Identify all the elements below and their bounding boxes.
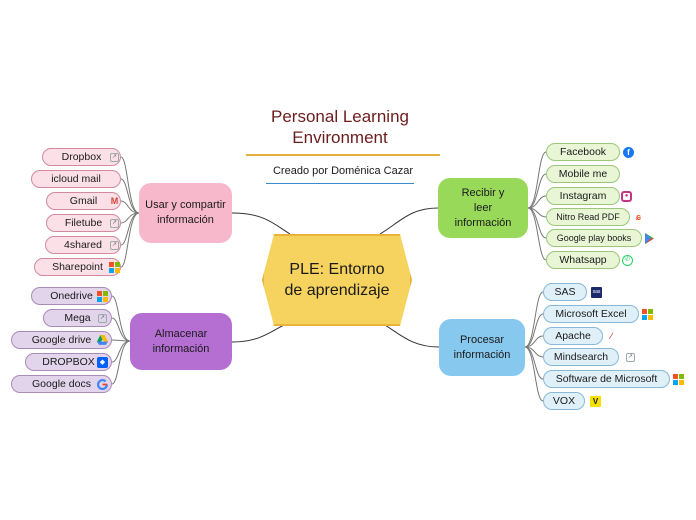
leaf-receive[interactable]: Google play books <box>546 229 642 247</box>
vox-icon: V <box>590 396 601 407</box>
apple-icon <box>624 169 635 180</box>
leaf-process[interactable]: Software de Microsoft <box>543 370 670 388</box>
map-subtitle: Creado por Doménica Cazar <box>272 165 413 177</box>
title-underline <box>246 154 440 156</box>
leaf-process[interactable]: SAS <box>543 283 587 301</box>
map-title: Personal Learning Environment <box>200 106 480 148</box>
branch-process-line2: información <box>453 348 511 361</box>
leaf-process[interactable]: Mindsearch <box>543 348 619 366</box>
leaf-process[interactable]: Microsoft Excel <box>543 305 639 323</box>
leaf-share[interactable]: Gmail <box>46 192 121 210</box>
branch-share-line1: Usar y compartir <box>145 199 226 211</box>
branch-receive-line1: Recibir y <box>461 186 505 199</box>
leaf-store[interactable]: Onedrive <box>31 287 112 305</box>
pdf-icon: ɕ <box>635 212 641 222</box>
central-topic-line1: PLE: Entorno <box>289 261 385 278</box>
leaf-share[interactable]: Dropbox <box>42 148 121 166</box>
map-title-line1: Personal Learning <box>271 107 409 126</box>
leaf-receive[interactable]: Nitro Read PDF <box>546 208 630 226</box>
whatsapp-icon: ✆ <box>622 255 633 266</box>
dropbox-icon: ◆ <box>97 357 108 368</box>
branch-store[interactable]: Almacenar información <box>130 313 232 370</box>
microsoft-icon <box>642 309 653 320</box>
microsoft-icon <box>673 374 684 385</box>
leaf-share[interactable]: icloud mail <box>31 170 121 188</box>
external-link-icon[interactable]: ↗ <box>110 241 119 250</box>
external-link-icon[interactable]: ↗ <box>626 353 635 362</box>
branch-receive[interactable]: Recibir y leer información <box>438 178 528 238</box>
central-topic[interactable]: PLE: Entorno de aprendizaje <box>262 234 412 326</box>
sas-icon: sas <box>591 287 602 298</box>
leaf-process[interactable]: VOX <box>543 392 585 410</box>
gmail-icon: M <box>110 196 119 206</box>
central-topic-line2: de aprendizaje <box>284 282 390 299</box>
branch-share[interactable]: Usar y compartir información <box>139 183 232 243</box>
microsoft-icon <box>97 291 108 302</box>
branch-receive-line3: información <box>454 216 512 229</box>
leaf-store[interactable]: Mega <box>43 309 112 327</box>
apple-icon <box>108 174 119 185</box>
facebook-icon: f <box>623 147 634 158</box>
google-play-icon <box>644 233 655 244</box>
external-link-icon[interactable]: ↗ <box>110 153 119 162</box>
leaf-store[interactable]: Google docs <box>11 375 112 393</box>
leaf-receive[interactable]: Facebook <box>546 143 620 161</box>
subtitle-underline <box>266 183 414 184</box>
branch-process[interactable]: Procesar información <box>439 319 525 376</box>
leaf-receive[interactable]: Instagram <box>546 187 620 205</box>
leaf-share[interactable]: Filetube <box>46 214 121 232</box>
branch-process-line1: Procesar <box>459 333 504 346</box>
google-icon <box>97 379 108 390</box>
external-link-icon[interactable]: ↗ <box>98 314 107 323</box>
leaf-receive[interactable]: Mobile me <box>546 165 620 183</box>
leaf-receive[interactable]: Whatsapp <box>546 251 620 269</box>
google-drive-icon <box>97 335 108 346</box>
microsoft-icon <box>109 262 120 273</box>
leaf-store[interactable]: Google drive <box>11 331 112 349</box>
instagram-icon: ● <box>621 191 632 202</box>
leaf-share[interactable]: Sharepoint <box>34 258 121 276</box>
branch-receive-line2: leer <box>473 201 493 214</box>
branch-store-line1: Almacenar <box>154 327 208 340</box>
branch-share-line2: información <box>157 214 214 226</box>
map-title-line2: Environment <box>292 128 388 147</box>
apache-feather-icon: ⁄ <box>610 331 613 341</box>
leaf-store[interactable]: DROPBOX <box>25 353 112 371</box>
external-link-icon[interactable]: ↗ <box>110 219 119 228</box>
leaf-process[interactable]: Apache <box>543 327 603 345</box>
branch-store-line2: información <box>152 342 210 355</box>
leaf-share[interactable]: 4shared <box>45 236 121 254</box>
